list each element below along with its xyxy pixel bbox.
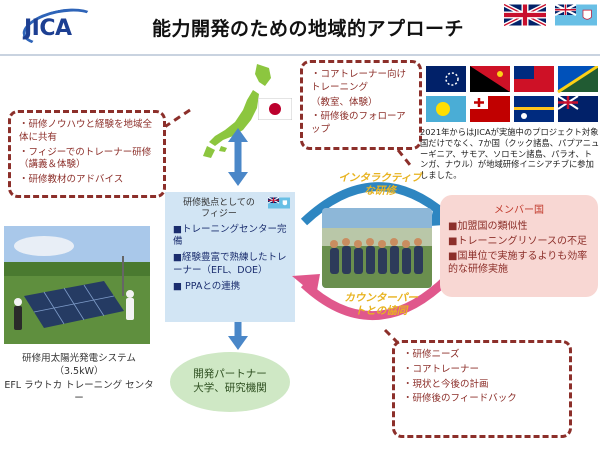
development-partners: 開発パートナー 大学、研究機関 [170,352,290,412]
interactive-training-line: インタラクティブ [338,172,422,184]
japan-map-icon [203,64,271,158]
member-countries-item: ■トレーニングリソースの不足 [448,236,587,247]
counterpart-collab-line: トとの協同 [354,304,408,317]
counterpart-collab-line: カウンターパー [344,292,418,304]
fiji-flag-icon [555,3,597,26]
page-title: 能力開発のための地域的アプローチ [151,18,464,40]
solar-caption-line: 研修用太陽光発電システム [22,353,136,364]
interactive-training-label: インタラクティブ な研修 [330,172,430,197]
palau-flag-icon [426,96,466,122]
feedback-item: ・現状と今後の計画 [403,378,489,390]
solar-caption-line: EFL ラウトカ トレーニング センター [4,379,154,404]
nauru-flag-icon [514,96,554,122]
cook-islands-flag-icon [426,66,466,92]
japan-flag-icon [258,98,292,120]
counterpart-collab-label: カウンターパー トとの協同 [326,292,436,317]
regional-sharing-item: ・研修教材のアドバイス [19,174,124,186]
fiji-hub-item: ■経験豊富で熟練したトレーナー（EFL、DOE） [173,252,287,277]
solomon-islands-flag-icon [557,66,598,94]
fiji-hub-heading: 研修拠点としての フィジー [173,198,287,220]
fiji-hub-flag-icon [268,197,290,209]
japan-support-item: （教室、体験） [311,96,378,108]
regional-sharing-box: ・研修ノウハウと経験を地域全体に共有 ・フィジーでのトレーナー研修（講義＆体験）… [8,110,166,198]
feedback-item: ・研修ニーズ [403,349,460,360]
member-countries-item: ■国単位で実施するよりも効率的な研修実施 [448,251,588,275]
fiji-hub-item: ■ PPAとの連携 [173,280,241,292]
solar-panel-photo [4,226,150,344]
interactive-training-line: な研修 [364,184,396,197]
feedback-box: ・研修ニーズ ・コアトレーナー ・現状と今後の計画 ・研修後のフィードバック [392,340,572,438]
member-country-flags [426,66,598,122]
fiji-hub-heading-line: 研修拠点としての [183,198,255,208]
member-countries-box: メンバー国 ■加盟国の類似性 ■トレーニングリソースの不足 ■国単位で実施するよ… [440,195,598,297]
uk-flag-icon [504,2,546,28]
png-flag-icon [470,66,510,92]
solar-caption: 研修用太陽光発電システム （3.5kW） EFL ラウトカ トレーニング センタ… [4,352,154,405]
header-divider [0,54,600,56]
regional-sharing-item: ・研修ノウハウと経験を地域全体に共有 [19,119,153,143]
development-partners-line: 開発パートナー [193,368,267,381]
samoa-flag-icon [514,66,554,92]
solar-caption-line: （3.5kW） [54,366,104,378]
japan-support-box: ・コアトレーナー向けトレーニング （教室、体験） ・研修後のフォローアップ [300,60,422,150]
extra-flag-icon [557,95,598,122]
tonga-flag-icon [470,96,510,122]
feedback-item: ・コアトレーナー [403,363,480,375]
member-countries-item: ■加盟国の類似性 [448,221,528,232]
member-countries-heading: メンバー国 [494,205,544,216]
japan-support-item: ・コアトレーナー向けトレーニング [311,69,407,93]
feedback-item: ・研修後のフィードバック [403,393,517,405]
group-photo [322,208,432,288]
regional-sharing-item: ・フィジーでのトレーナー研修（講義＆体験） [19,146,152,171]
fiji-hub-item: ■トレーニングセンター完備 [173,223,287,248]
member-countries-note: 2021年からはJICAが実施中のプロジェクト対象国だけでなく、7か国（クック諸… [420,127,600,181]
jica-logo: JICA [8,2,108,52]
development-partners-line: 大学、研究機関 [193,382,267,394]
japan-support-item: ・研修後のフォローアップ [311,111,406,136]
logo-text: JICA [24,16,72,41]
fiji-hub-heading-line: フィジー [201,208,237,219]
fiji-hub-box: 研修拠点としての フィジー ■トレーニングセンター完備 ■経験豊富で熟練したトレ… [165,192,295,322]
